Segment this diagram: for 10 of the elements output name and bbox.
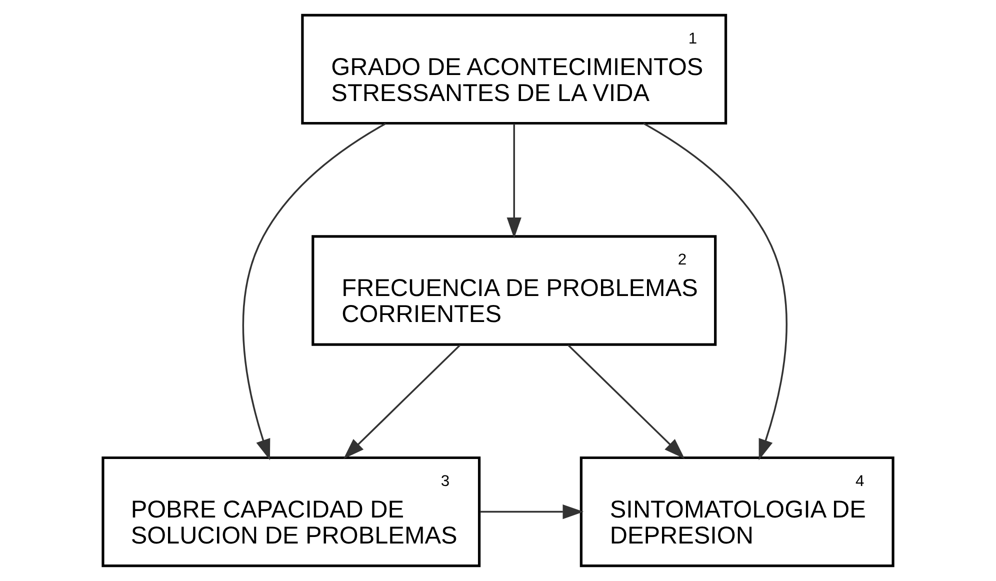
arrow	[568, 344, 685, 459]
arrow	[506, 124, 522, 238]
arrow	[242, 122, 386, 460]
arrow	[480, 504, 584, 520]
node-box: 1 GRADO DE ACONTECIMIENTOS STRESSANTES DE LA VIDA	[301, 14, 728, 125]
node-box: 2 FRECUENCIA DE PROBLEMAS CORRIENTES	[312, 235, 717, 346]
arrow	[343, 344, 461, 459]
node-box: 4 SINTOMATOLOGIA DE DEPRESION	[580, 456, 894, 568]
node-box: 3 POBRE CAPACIDAD DE SOLUCION DE PROBLEMAS	[102, 456, 481, 568]
arrow	[643, 122, 788, 460]
